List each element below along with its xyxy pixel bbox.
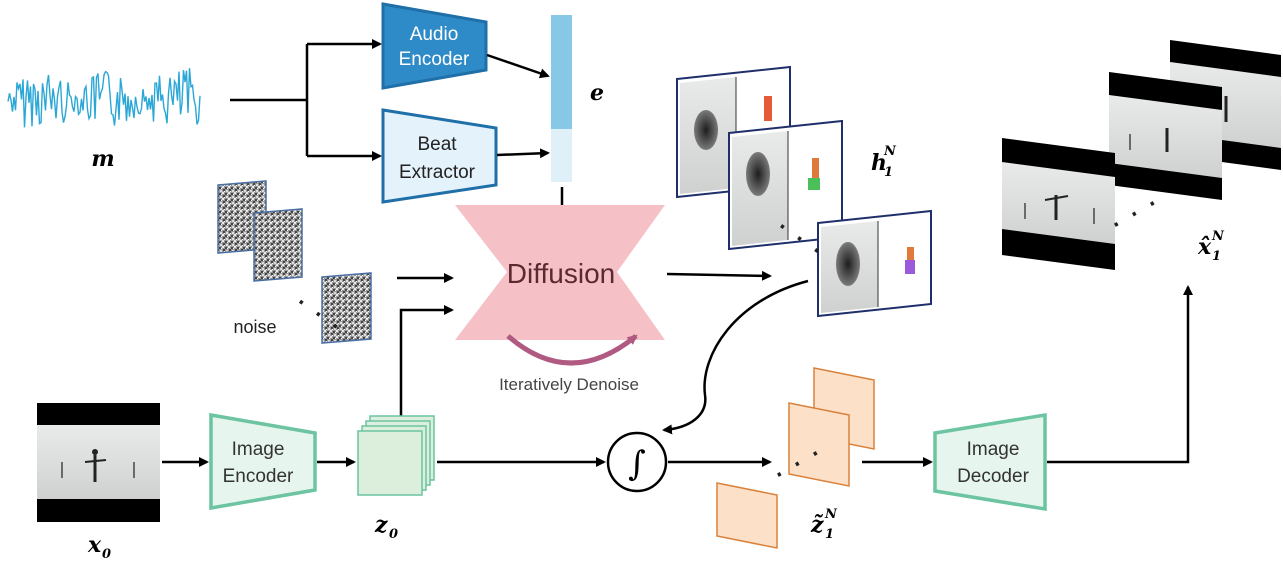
svg-text:1: 1 <box>825 527 834 542</box>
decoder-to-output-arrow <box>1047 285 1193 464</box>
beat-extractor-label-1: Beat <box>417 134 457 155</box>
diffusion-label: Diffusion <box>507 258 615 289</box>
image-encoder-label-1: Image <box>232 439 285 460</box>
symbol-h: h 1 N <box>871 144 897 180</box>
svg-text:h: h <box>871 150 887 176</box>
svg-text:N: N <box>1211 229 1225 244</box>
iteratively-denoise-label: Iteratively Denoise <box>499 375 639 394</box>
beat-extractor-block: Beat Extractor <box>381 108 498 204</box>
waveform-path <box>7 68 201 128</box>
svg-text:z̃: z̃ <box>810 512 824 538</box>
symbol-e: e <box>590 80 604 106</box>
input-frame <box>37 403 160 522</box>
noise-images <box>217 180 372 344</box>
denoise-loop-arrow <box>506 334 638 366</box>
image-decoder-label-2: Decoder <box>957 466 1029 487</box>
feature-frames <box>676 65 932 318</box>
audio-encoder-block: Audio Encoder <box>381 2 488 90</box>
diffusion-block: Diffusion <box>455 205 665 340</box>
latent-stack <box>357 415 435 496</box>
embedding-bar <box>551 15 572 182</box>
audio-encoder-label-1: Audio <box>410 24 459 45</box>
output-frames <box>1002 40 1281 270</box>
symbol-z0: z 0 <box>374 512 398 542</box>
svg-text:z: z <box>374 512 388 538</box>
inputs-to-diffusion-arrows <box>397 270 772 416</box>
svg-text:0: 0 <box>102 547 111 562</box>
svg-text:N: N <box>824 507 838 522</box>
audio-split-arrows <box>230 39 382 161</box>
svg-text:N: N <box>883 144 897 159</box>
image-decoder-label-1: Image <box>967 439 1020 460</box>
svg-text:1: 1 <box>1212 249 1221 264</box>
audio-encoder-label-2: Encoder <box>399 49 470 70</box>
image-decoder-block: Image Decoder <box>933 412 1047 512</box>
output-latents <box>716 367 875 549</box>
noise-label: noise <box>233 317 276 337</box>
symbol-x-hat: x̂ 1 N <box>1197 229 1225 264</box>
image-encoder-block: Image Encoder <box>209 412 317 511</box>
beat-extractor-label-2: Extractor <box>399 162 476 183</box>
symbol-z-tilde: z̃ 1 N <box>810 507 838 542</box>
svg-text:0: 0 <box>389 527 398 542</box>
flow-to-integral <box>662 279 809 435</box>
svg-text:1: 1 <box>884 165 893 180</box>
encoder-to-embedding-arrows <box>486 53 567 224</box>
symbol-m: m <box>91 146 114 172</box>
image-encoder-label-2: Encoder <box>223 466 294 487</box>
svg-text:x̂: x̂ <box>1197 234 1212 260</box>
audio-waveform <box>7 68 201 128</box>
svg-text:∫: ∫ <box>628 444 646 484</box>
svg-text:x: x <box>87 532 102 558</box>
integral-operator: ∫ <box>606 431 668 493</box>
symbol-x0: x 0 <box>87 532 111 562</box>
